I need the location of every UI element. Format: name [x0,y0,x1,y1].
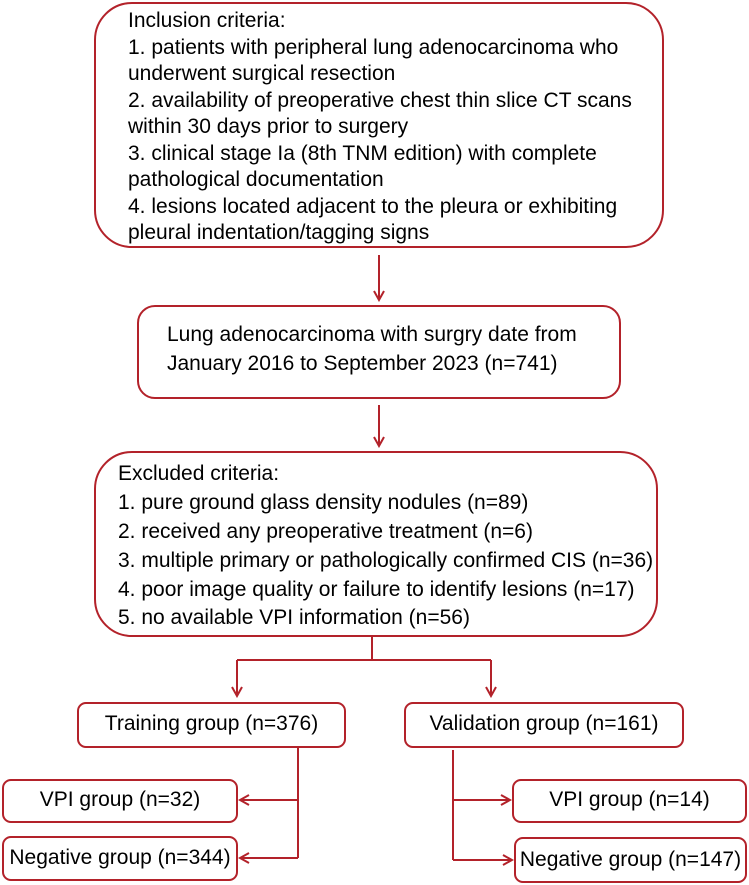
inclusion-criteria-box [94,2,664,248]
inclusion-line: underwent surgical resection [128,62,396,85]
exclusion-line: 2. received any preoperative treatment (… [118,520,533,543]
exclusion-title: Excluded criteria: [118,462,280,485]
cohort-box [137,305,621,399]
validation-vpi-box [512,779,747,823]
inclusion-line: 4. lesions located adjacent to the pleur… [128,194,618,218]
validation-negative-box [514,837,747,883]
inclusion-line: 2. availability of preoperative chest th… [128,88,632,112]
cohort-line-2: January 2016 to September 2023 (n=741) [167,352,558,375]
validation-vpi-label: VPI group (n=14) [549,788,710,811]
inclusion-line: within 30 days prior to surgery [128,115,409,138]
inclusion-title: Inclusion criteria: [128,9,286,32]
training-vpi-box [2,779,238,823]
validation-group-label: Validation group (n=161) [429,712,659,735]
exclusion-line: 5. no available VPI information (n=56) [118,606,470,629]
validation-group-box [404,702,684,748]
inclusion-line: pathological documentation [128,168,384,191]
training-vpi-label: VPI group (n=32) [39,788,201,811]
validation-negative-label: Negative group (n=147) [519,848,742,871]
cohort-line-1: Lung adenocarcinoma with surgry date fro… [167,323,577,346]
inclusion-line: pleural indentation/tagging signs [128,221,430,244]
training-group-box [77,702,346,748]
exclusion-line: 3. multiple primary or pathologically co… [118,549,654,572]
training-group-label: Training group (n=376) [104,712,319,735]
inclusion-line: 1. patients with peripheral lung adenoca… [128,35,619,59]
exclusion-line: 1. pure ground glass density nodules (n=… [118,491,529,514]
inclusion-line: 3. clinical stage Ia (8th TNM edition) w… [128,141,597,165]
exclusion-criteria-box [94,451,658,637]
exclusion-line: 4. poor image quality or failure to iden… [118,578,635,601]
training-negative-label: Negative group (n=344) [9,846,231,869]
training-negative-box [2,836,238,881]
